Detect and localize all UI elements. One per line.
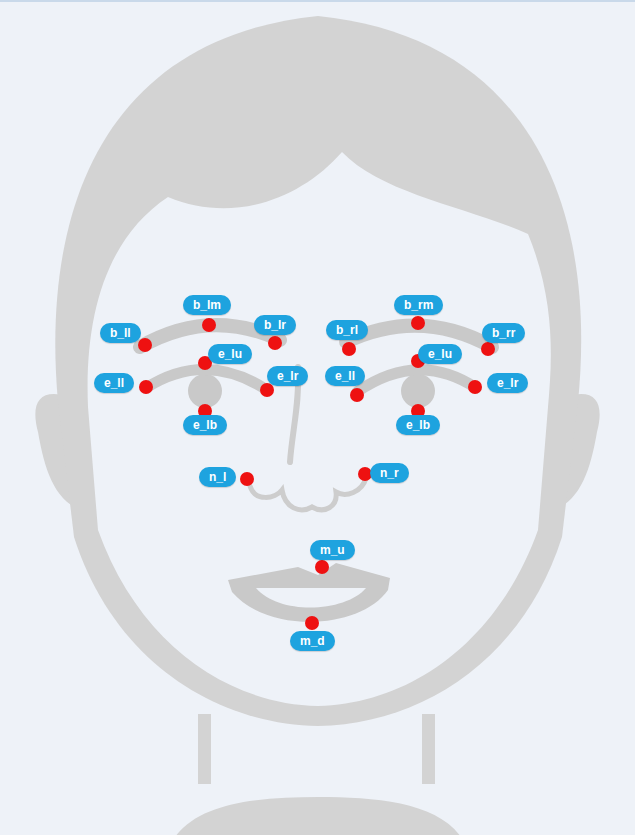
landmark-label: m_d [290,631,335,651]
landmark-label: b_rr [482,323,525,343]
nostrils [250,478,366,510]
landmark-label: b_rl [326,320,368,340]
label-text: e_lb [406,418,430,432]
landmark-label: b_rm [394,295,443,315]
shoulders [175,797,461,835]
landmark-dots [138,316,495,630]
label-text: e_lb [193,418,217,432]
label-text: n_l [209,470,226,484]
landmark-label: e_lr [267,366,308,386]
label-text: e_lr [277,369,298,383]
landmark-label: b_lr [254,315,296,335]
landmark-dot [411,316,425,330]
label-text: b_lm [193,298,221,312]
landmark-dot [139,380,153,394]
landmark-label: b_lm [183,295,231,315]
landmark-dot [268,336,282,350]
label-text: e_lr [497,376,518,390]
right-iris [401,374,435,408]
label-text: m_d [300,634,325,648]
neck-line [422,714,435,784]
landmark-label: n_l [199,467,236,487]
landmark-label: m_u [310,540,355,560]
label-text: m_u [320,543,345,557]
landmark-label: e_ll [94,373,134,393]
mouth [228,563,390,622]
landmark-label: e_lu [418,344,462,364]
face [88,152,551,706]
landmark-label: e_lu [208,344,252,364]
left-iris [188,374,222,408]
landmark-dot [468,380,482,394]
label-text: b_rm [404,298,433,312]
landmark-dot [305,616,319,630]
label-text: n_r [380,466,399,480]
landmark-dot [202,318,216,332]
label-text: b_rl [336,323,358,337]
mouth-opening [256,588,366,608]
landmark-label: n_r [370,463,409,483]
right-eyelid [357,370,476,392]
head-silhouette [55,16,581,726]
landmark-label: e_lb [183,415,227,435]
landmark-dot [350,388,364,402]
label-text: b_rr [492,326,515,340]
landmark-label: e_ll [325,366,365,386]
label-text: e_lu [218,347,242,361]
landmark-dot [240,472,254,486]
landmark-dot [481,342,495,356]
landmark-label: b_ll [100,323,141,343]
label-text: b_ll [110,326,131,340]
label-text: e_ll [104,376,124,390]
label-text: e_ll [335,369,355,383]
landmark-label: e_lr [487,373,528,393]
landmark-dot [138,338,152,352]
label-text: b_lr [264,318,286,332]
left-eyelid [146,369,267,390]
landmark-dot [342,342,356,356]
label-text: e_lu [428,347,452,361]
neck-line [198,714,211,784]
landmark-dot [315,560,329,574]
landmark-label: e_lb [396,415,440,435]
